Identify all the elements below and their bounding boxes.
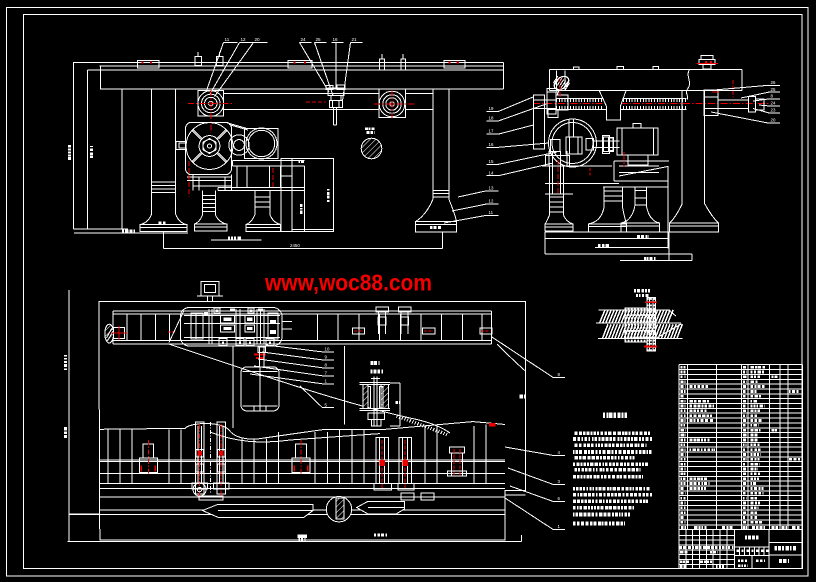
svg-text:4: 4 — [558, 450, 561, 455]
svg-text:18: 18 — [489, 116, 494, 121]
svg-text:2450: 2450 — [290, 243, 300, 248]
svg-text:14: 14 — [489, 170, 494, 175]
svg-text:5: 5 — [325, 402, 328, 407]
svg-text:20: 20 — [255, 37, 261, 42]
svg-text:24: 24 — [771, 101, 776, 106]
svg-text:11: 11 — [225, 37, 230, 42]
svg-text:12: 12 — [489, 199, 494, 204]
svg-text:7: 7 — [325, 370, 328, 375]
svg-text:10: 10 — [325, 347, 330, 352]
svg-text:17: 17 — [489, 129, 494, 134]
svg-text:15: 15 — [489, 159, 494, 164]
svg-text:8: 8 — [325, 362, 328, 367]
svg-text:26: 26 — [771, 80, 776, 85]
svg-text:16: 16 — [489, 142, 494, 147]
svg-text:3: 3 — [558, 479, 561, 484]
svg-text:16: 16 — [333, 37, 339, 42]
svg-text:8: 8 — [771, 94, 774, 99]
svg-text:23: 23 — [771, 107, 776, 112]
svg-text:9: 9 — [325, 355, 328, 360]
svg-text:13: 13 — [489, 185, 494, 190]
svg-text:www,woc88.com: www,woc88.com — [264, 270, 432, 296]
svg-text:6: 6 — [558, 496, 561, 501]
svg-text:25: 25 — [771, 87, 776, 92]
svg-text:19: 19 — [489, 106, 494, 111]
svg-text:1: 1 — [325, 378, 328, 383]
svg-text:11: 11 — [489, 210, 494, 215]
svg-text:20: 20 — [771, 118, 776, 123]
svg-text:21: 21 — [352, 37, 358, 42]
svg-text:1: 1 — [558, 524, 561, 529]
svg-text:25: 25 — [316, 37, 322, 42]
svg-text:12: 12 — [241, 37, 247, 42]
svg-text:24: 24 — [301, 37, 307, 42]
svg-text:8: 8 — [558, 372, 561, 377]
